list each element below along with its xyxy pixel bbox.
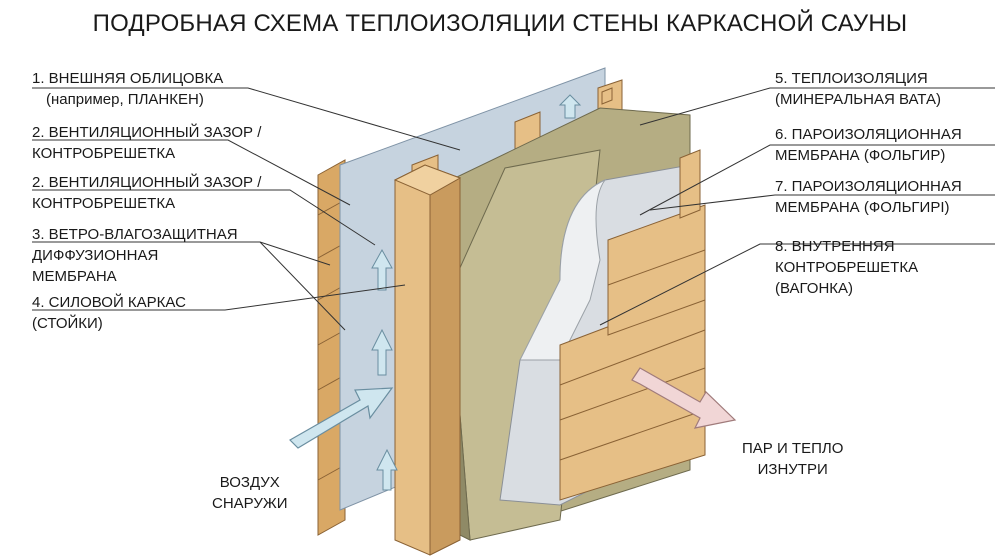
label-vent-gap-2: 2. ВЕНТИЛЯЦИОННЫЙ ЗАЗОР / КОНТРОБРЕШЕТКА bbox=[32, 174, 262, 212]
heat-arrow bbox=[631, 367, 737, 429]
air-arrows bbox=[289, 94, 582, 491]
note-steam-inside: ПАР И ТЕПЛО ИЗНУТРИ bbox=[742, 440, 844, 478]
note-air-outside: ВОЗДУХ СНАРУЖИ bbox=[212, 474, 288, 512]
label-outer-cladding: 1. ВНЕШНЯЯ ОБЛИЦОВКА (например, ПЛАНКЕН) bbox=[32, 70, 224, 108]
label-frame-studs: 4. СИЛОВОЙ КАРКАС (СТОЙКИ) bbox=[32, 294, 186, 332]
inner-lining bbox=[559, 149, 706, 501]
label-inner-lining: 8. ВНУТРЕННЯЯ КОНТРОБРЕШЕТКА (ВАГОНКА) bbox=[775, 238, 919, 297]
label-vapor-barrier-1: 6. ПАРОИЗОЛЯЦИОННАЯ МЕМБРАНА (ФОЛЬГИР) bbox=[775, 126, 962, 164]
frame-studs bbox=[393, 87, 613, 556]
label-insulation: 5. ТЕПЛОИЗОЛЯЦИЯ (МИНЕРАЛЬНАЯ ВАТА) bbox=[775, 70, 941, 108]
label-vent-gap-1: 2. ВЕНТИЛЯЦИОННЫЙ ЗАЗОР / КОНТРОБРЕШЕТКА bbox=[32, 124, 262, 162]
leader-lines bbox=[32, 87, 995, 331]
label-vapor-barrier-2: 7. ПАРОИЗОЛЯЦИОННАЯ МЕМБРАНА (ФОЛЬГИРI) bbox=[775, 178, 962, 216]
page-title: ПОДРОБНАЯ СХЕМА ТЕПЛОИЗОЛЯЦИИ СТЕНЫ КАРК… bbox=[92, 10, 908, 37]
label-wind-membrane: 3. ВЕТРО-ВЛАГОЗАЩИТНАЯ ДИФФУЗИОННАЯ МЕМБ… bbox=[32, 226, 238, 285]
